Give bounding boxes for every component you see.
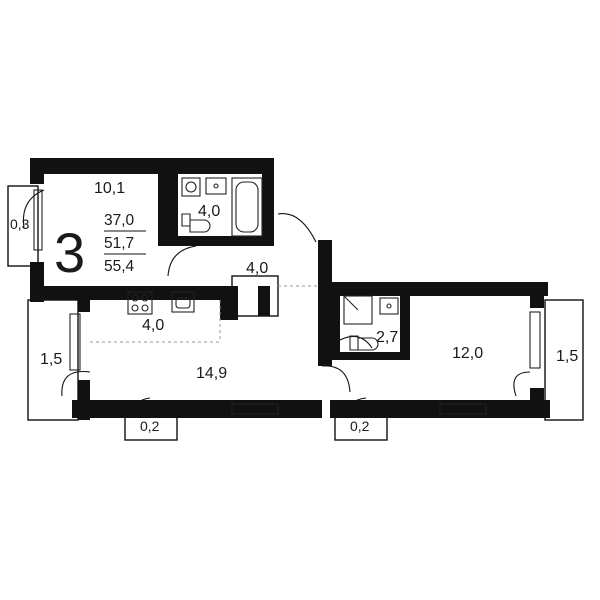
shower-icon xyxy=(343,295,373,325)
bathtub-icon xyxy=(231,177,263,237)
zone-lines xyxy=(90,285,318,343)
area-bathroom: 4,0 xyxy=(198,203,220,220)
doors xyxy=(22,189,531,419)
area-wc: 2,7 xyxy=(376,329,398,346)
area-bedroom-right: 12,0 xyxy=(452,345,483,362)
room-count: 3 xyxy=(54,221,85,284)
wc-sink-icon xyxy=(379,297,399,315)
area-living-room: 14,9 xyxy=(196,365,227,382)
area-hallway: 4,0 xyxy=(246,260,268,277)
toilet-icon xyxy=(181,213,211,233)
loggia-left-top-outline xyxy=(7,185,39,267)
stove-icon xyxy=(127,291,153,315)
walls xyxy=(30,158,550,420)
area-balcony-right: 0,2 xyxy=(350,418,370,434)
total-area-with-loggia: 55,4 xyxy=(104,258,135,275)
sink-icon xyxy=(205,177,227,195)
loggia-right-outline xyxy=(544,299,584,421)
area-kitchen: 4,0 xyxy=(142,317,164,334)
area-loggia-left-top: 0,3 xyxy=(10,216,30,232)
kitchen-fixtures xyxy=(127,291,195,315)
area-bedroom-top: 10,1 xyxy=(94,180,125,197)
total-area: 51,7 xyxy=(104,235,134,252)
wc-fixtures xyxy=(343,295,399,351)
washing-machine-icon xyxy=(181,177,201,197)
area-loggia-left: 1,5 xyxy=(40,351,62,368)
hallway-niche xyxy=(231,275,279,317)
windows xyxy=(33,189,541,415)
wc-toilet-icon xyxy=(349,335,379,351)
area-balcony-left: 0,2 xyxy=(140,418,160,434)
area-loggia-right: 1,5 xyxy=(556,348,578,365)
bathroom-fixtures xyxy=(181,177,263,237)
kitchen-sink-icon xyxy=(171,291,195,313)
total-living: 37,0 xyxy=(104,212,135,229)
